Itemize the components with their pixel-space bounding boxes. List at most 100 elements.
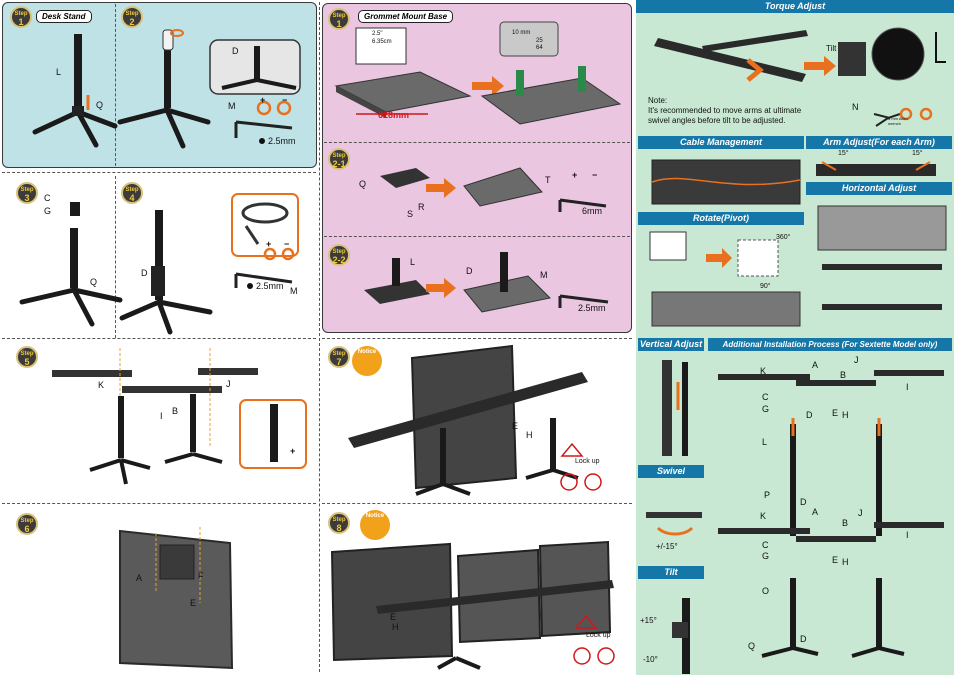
vertical-adjust-header: Vertical Adjust bbox=[638, 338, 704, 351]
label-H: H bbox=[526, 430, 533, 440]
label-G: G bbox=[44, 206, 52, 216]
label-minus: − bbox=[592, 170, 598, 180]
label-E: E bbox=[512, 421, 519, 431]
label-L: L bbox=[410, 257, 416, 267]
divider bbox=[322, 503, 632, 504]
label-B: B bbox=[840, 370, 847, 380]
desk-stand-title: Desk Stand bbox=[36, 10, 92, 23]
dim-width: 628mm bbox=[378, 110, 410, 120]
label-D: D bbox=[232, 46, 239, 56]
label-G: G bbox=[762, 404, 770, 414]
label-P: P bbox=[764, 490, 771, 500]
label-Q: Q bbox=[96, 100, 104, 110]
rotate-horizontal-drawing bbox=[649, 205, 947, 327]
label-C: C bbox=[762, 392, 769, 402]
label-H: H bbox=[392, 622, 399, 632]
label-N: N bbox=[852, 102, 859, 112]
divider bbox=[115, 176, 116, 338]
label-E: E bbox=[832, 555, 839, 565]
monitor-mount-drawing bbox=[330, 344, 615, 670]
label-B: B bbox=[842, 518, 849, 528]
dim-d2: 6.35cm bbox=[372, 39, 392, 45]
label-F: F bbox=[198, 571, 204, 581]
divider bbox=[2, 338, 316, 339]
divider bbox=[319, 2, 320, 672]
label-K: K bbox=[760, 511, 767, 521]
cable-drawing bbox=[651, 159, 936, 205]
dim-sz1: 25 bbox=[536, 38, 543, 44]
label-size1: 6mm bbox=[582, 206, 602, 216]
label-size: 2.5mm bbox=[268, 136, 296, 146]
tilt-up: +15° bbox=[640, 616, 657, 625]
label-D: D bbox=[800, 497, 807, 507]
divider bbox=[2, 172, 316, 173]
allen-label: 6 mm Allen wrench bbox=[888, 116, 908, 126]
label-E: E bbox=[190, 598, 197, 608]
deg-90: 90° bbox=[760, 283, 771, 290]
dim-hole: 10 mm bbox=[512, 30, 531, 36]
label-minus: − bbox=[282, 95, 288, 105]
label-minus: − bbox=[284, 239, 290, 249]
label-plus: + bbox=[260, 95, 266, 105]
label-H: H bbox=[842, 557, 849, 567]
label-G: G bbox=[762, 551, 770, 561]
label-L: L bbox=[56, 67, 62, 77]
label-J: J bbox=[226, 379, 231, 389]
dim-sz2: 64 bbox=[536, 45, 543, 51]
torque-adjust-header: Torque Adjust bbox=[636, 0, 954, 13]
label-size2: 2.5mm bbox=[578, 303, 606, 313]
dim-d1: 2.5" bbox=[372, 31, 383, 37]
label-E: E bbox=[390, 612, 397, 622]
crossbar-drawing bbox=[52, 348, 307, 485]
rotate-pivot-header: Rotate(Pivot) bbox=[638, 212, 804, 225]
label-M: M bbox=[540, 270, 548, 280]
tilt-header: Tilt bbox=[638, 566, 704, 579]
lockup-label-1: Lock up bbox=[575, 458, 600, 465]
label-K: K bbox=[760, 366, 767, 376]
notice-badge-1: Notice bbox=[352, 346, 382, 376]
tilt-label: Tilt bbox=[826, 44, 837, 53]
arm-adjust-header: Arm Adjust(For each Arm) bbox=[806, 136, 952, 149]
horizontal-adjust-header: Horizontal Adjust bbox=[806, 182, 952, 195]
lockup-label-2: Lock up bbox=[586, 632, 611, 639]
label-plus: + bbox=[572, 170, 578, 180]
grommet-drawing bbox=[334, 21, 622, 313]
label-J: J bbox=[854, 355, 859, 365]
divider bbox=[324, 236, 630, 237]
label-A: A bbox=[812, 360, 819, 370]
label-R: R bbox=[418, 202, 425, 212]
deg-360: 360° bbox=[776, 234, 791, 241]
note-title: Note: bbox=[648, 96, 668, 105]
torque-drawing bbox=[654, 27, 946, 127]
monitor-back-drawing bbox=[119, 527, 234, 670]
label-O: O bbox=[762, 586, 770, 596]
label-K: K bbox=[98, 380, 105, 390]
additional-installation-header: Additional Installation Process (For Sex… bbox=[708, 338, 952, 351]
desk-stand-drawing-1 bbox=[32, 29, 301, 149]
arm-left-deg: 15° bbox=[838, 150, 849, 157]
grommet-title: Grommet Mount Base bbox=[358, 10, 454, 23]
swivel-deg: +/-15° bbox=[656, 542, 678, 551]
label-Q: Q bbox=[90, 277, 98, 287]
label-D: D bbox=[806, 410, 813, 420]
cable-management-header: Cable Management bbox=[638, 136, 804, 149]
notice-badge-2: Notice bbox=[360, 510, 390, 540]
label-B: B bbox=[172, 406, 179, 416]
label-D: D bbox=[466, 266, 473, 276]
label-M: M bbox=[228, 101, 236, 111]
tilt-down: -10° bbox=[643, 655, 658, 664]
vertical-swivel-tilt-drawing bbox=[646, 360, 702, 674]
label-S: S bbox=[407, 209, 414, 219]
divider bbox=[115, 4, 116, 166]
